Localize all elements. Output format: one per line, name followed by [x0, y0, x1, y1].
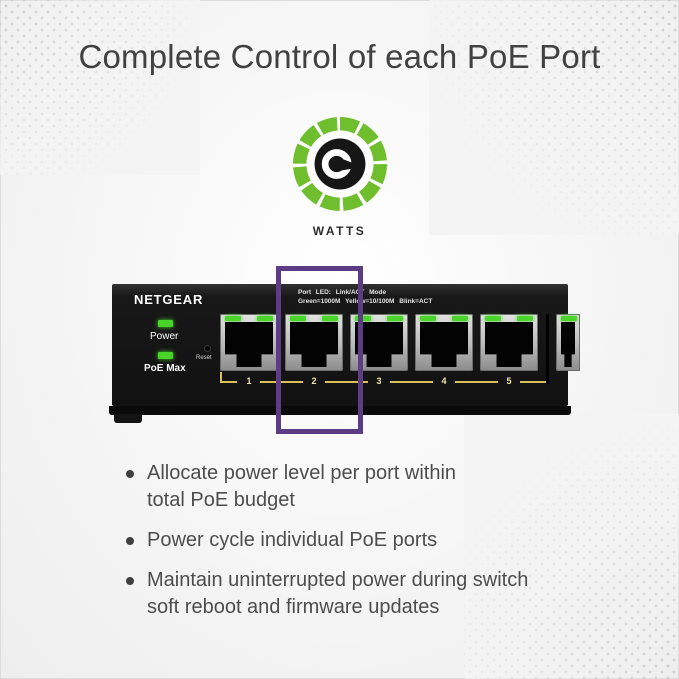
port-led-right	[322, 316, 338, 321]
port-led-right	[257, 316, 273, 321]
rj45-port-partial	[556, 314, 580, 371]
port-number-4: 4	[441, 376, 447, 386]
feature-text: Allocate power level per port within tot…	[147, 462, 457, 511]
rj45-jack	[225, 322, 273, 367]
port-number-strip: 1 2 3 4 5	[220, 372, 550, 390]
rj45-port-5	[480, 314, 538, 371]
port-highlight-box	[276, 266, 363, 434]
halftone-pattern-top-right	[429, 0, 679, 235]
bullet-dot	[126, 537, 134, 545]
halftone-fade	[464, 414, 679, 679]
port-number-1: 1	[246, 376, 252, 386]
list-item: Power cycle individual PoE ports	[126, 527, 626, 554]
port-number-5: 5	[506, 376, 512, 386]
list-item: Maintain uninterrupted power during swit…	[126, 567, 626, 621]
page-title: Complete Control of each PoE Port	[78, 38, 601, 75]
halftone-pattern-top-left	[0, 0, 200, 175]
strip-dash	[220, 381, 237, 383]
feature-text: Power cycle individual PoE ports	[147, 529, 438, 551]
strip-dash	[520, 381, 546, 383]
poe-max-label: PoE Max	[144, 363, 186, 374]
port-led-left	[225, 316, 241, 321]
strip-dash	[325, 381, 368, 383]
poe-max-led	[158, 352, 173, 359]
port-number-2: 2	[311, 376, 317, 386]
port-led-left	[561, 316, 577, 321]
switch-foot	[114, 414, 142, 423]
halftone-fade	[0, 0, 200, 175]
port-led-right	[387, 316, 403, 321]
port-led-left	[355, 316, 371, 321]
power-led	[158, 320, 173, 327]
halftone-pattern-bottom-right	[464, 414, 679, 679]
rj45-jack	[420, 322, 468, 367]
rj45-jack	[561, 322, 575, 367]
watts-dial-icon	[292, 116, 387, 212]
bullet-dot	[126, 470, 134, 478]
led-legend-line2: Green=1000M Yellow=10/100M Blink=ACT	[298, 297, 433, 305]
network-switch-image: NETGEAR Port LED: Link/ACT Mode Green=10…	[109, 284, 580, 423]
bullet-dot	[126, 577, 134, 585]
rj45-jack	[485, 322, 533, 367]
rj45-port-2	[285, 314, 343, 371]
reset-label: Reset	[196, 355, 212, 361]
port-number-3: 3	[376, 376, 382, 386]
led-legend: Port LED: Link/ACT Mode Green=1000M Yell…	[298, 289, 432, 306]
list-item: Allocate power level per port within tot…	[126, 460, 626, 514]
switch-base	[109, 406, 571, 415]
strip-dash	[390, 381, 433, 383]
strip-dash	[455, 381, 498, 383]
port-led-left	[420, 316, 436, 321]
rj45-port-1	[220, 314, 278, 371]
feature-text: Maintain uninterrupted power during swit…	[147, 569, 529, 618]
port-led-left	[290, 316, 306, 321]
port-led-right	[517, 316, 533, 321]
port-row	[220, 314, 580, 384]
watts-label: WATTS	[312, 224, 367, 238]
strip-dash	[260, 381, 303, 383]
reset-button	[205, 346, 210, 351]
panel-seam	[546, 314, 549, 384]
strip-tick	[220, 372, 222, 383]
feature-list: Allocate power level per port within tot…	[126, 460, 626, 634]
port-led-right	[452, 316, 468, 321]
watts-badge: WATTS	[292, 116, 388, 238]
brand-logo: NETGEAR	[134, 292, 204, 307]
led-legend-line1: Port LED: Link/ACT Mode	[298, 289, 387, 296]
rj45-port-4	[415, 314, 473, 371]
port-led-left	[485, 316, 501, 321]
power-label: Power	[150, 331, 179, 342]
halftone-fade	[429, 0, 679, 235]
